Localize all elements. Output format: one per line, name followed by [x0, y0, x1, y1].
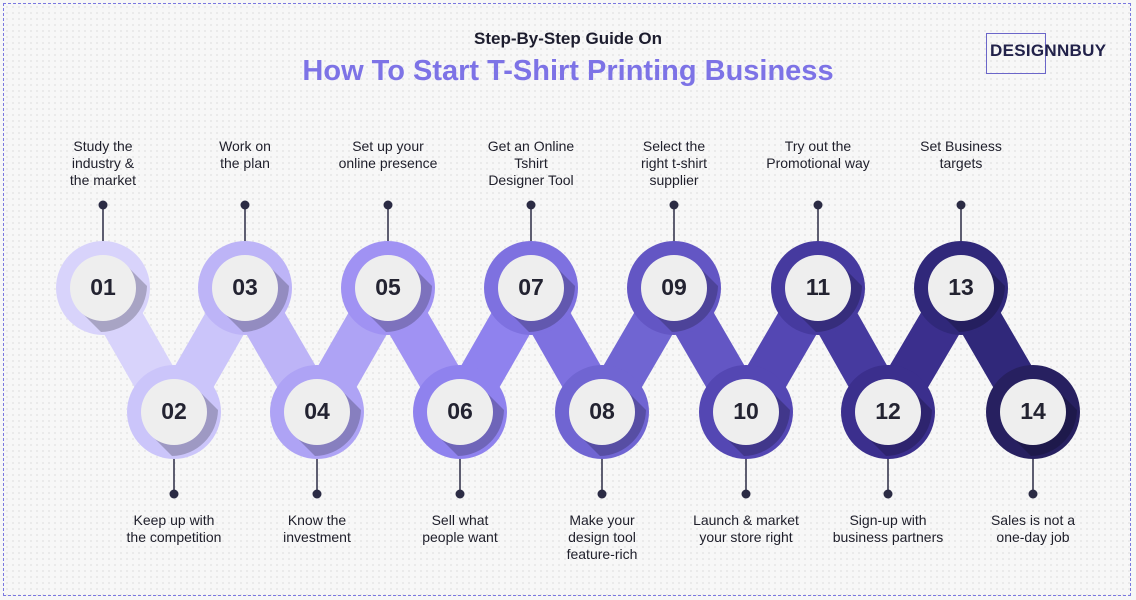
step-node: [627, 241, 721, 335]
pin-dot: [312, 489, 322, 499]
step-number: 05: [375, 274, 401, 300]
step-node: [986, 365, 1080, 459]
pin-dot: [956, 200, 966, 210]
guide-title: How To Start T-Shirt Printing Business: [302, 55, 834, 87]
logo-text: DESIGNNBUY: [990, 41, 1107, 60]
pin-dot: [98, 200, 108, 210]
node-center: [785, 255, 851, 321]
step-label: Try out the Promotional way: [766, 138, 870, 171]
node-center: [498, 255, 564, 321]
step-number: 04: [304, 398, 330, 424]
step-node: [699, 365, 793, 459]
step-number: 08: [589, 398, 615, 424]
step-label: Sign-up with business partners: [832, 512, 944, 545]
guide-subtitle: Step-By-Step Guide On: [474, 29, 662, 48]
step-number: 12: [875, 398, 901, 424]
designnbuy-logo: [986, 33, 1046, 74]
pin-dot: [240, 200, 250, 210]
pin-dot: [526, 200, 536, 210]
step-label: Know the investment: [283, 512, 351, 545]
step-label: Launch & market your store right: [693, 512, 799, 545]
pin-dot: [597, 489, 607, 499]
node-center: [212, 255, 278, 321]
step-number: 02: [161, 398, 187, 424]
step-label: Study the industry & the market: [69, 138, 137, 188]
node-center: [641, 255, 707, 321]
node-center: [1000, 379, 1066, 445]
step-number: 10: [733, 398, 759, 424]
step-number: 06: [447, 398, 473, 424]
step-label: Set up your online presence: [338, 138, 438, 171]
node-center: [284, 379, 350, 445]
pin-dot: [455, 489, 465, 499]
step-node: [841, 365, 935, 459]
step-node: [484, 241, 578, 335]
step-label: Set Business targets: [920, 138, 1002, 171]
node-center: [141, 379, 207, 445]
pin-dot: [383, 200, 393, 210]
step-number: 13: [948, 274, 974, 300]
node-center: [713, 379, 779, 445]
step-number: 11: [805, 274, 831, 300]
node-center: [355, 255, 421, 321]
step-node: [914, 241, 1008, 335]
step-number: 09: [661, 274, 687, 300]
pin-dot: [741, 489, 751, 499]
step-number: 01: [90, 274, 116, 300]
step-label: Sell what people want: [422, 512, 498, 545]
node-center: [928, 255, 994, 321]
pin-dot: [1028, 489, 1038, 499]
step-node: [198, 241, 292, 335]
step-label: Select the right t-shirt supplier: [640, 138, 708, 188]
step-label: Keep up with the competition: [126, 512, 222, 545]
step-number: 14: [1020, 398, 1046, 424]
pin-dot: [169, 489, 179, 499]
pin-dot: [883, 489, 893, 499]
pin-dot: [813, 200, 823, 210]
step-node: [127, 365, 221, 459]
node-center: [855, 379, 921, 445]
step-node: [56, 241, 150, 335]
node-layer: [56, 241, 1080, 459]
step-label: Sales is not a one-day job: [990, 512, 1076, 545]
step-node: [771, 241, 865, 335]
step-label: Work on the plan: [219, 138, 271, 171]
step-node: [270, 365, 364, 459]
step-number: 07: [518, 274, 544, 300]
pin-layer: [98, 200, 1038, 499]
step-label: Make your design tool feature-rich: [566, 512, 638, 562]
node-center: [427, 379, 493, 445]
step-node: [555, 365, 649, 459]
step-node: [413, 365, 507, 459]
node-center: [70, 255, 136, 321]
node-center: [569, 379, 635, 445]
step-label: Get an Online Tshirt Designer Tool: [487, 138, 575, 188]
step-node: [341, 241, 435, 335]
step-number: 03: [232, 274, 258, 300]
pin-dot: [669, 200, 679, 210]
